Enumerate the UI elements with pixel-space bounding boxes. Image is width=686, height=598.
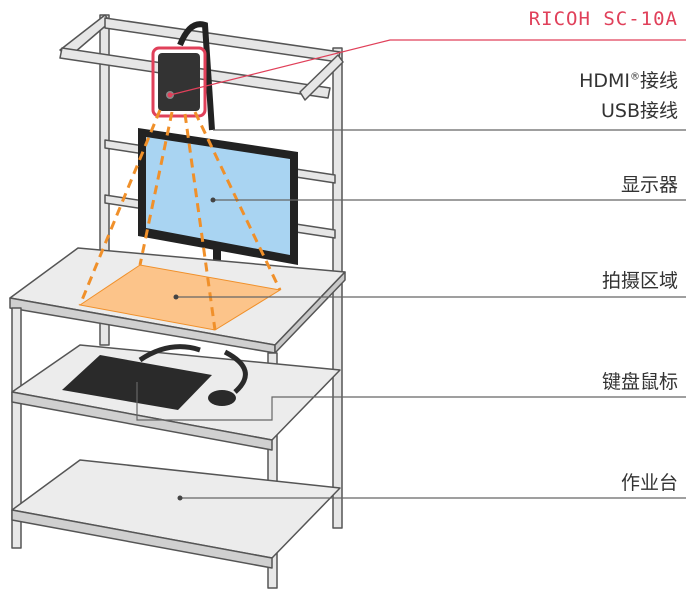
capture-area-label: 拍摄区域 (601, 270, 678, 292)
keyboard-mouse-label: 键盘鼠标 (601, 371, 678, 393)
leader-lines (136, 129, 686, 499)
mouse (208, 390, 236, 406)
hdmi-suffix: 接线 (639, 70, 678, 92)
monitor (138, 128, 298, 265)
monitor-label: 显示器 (620, 174, 678, 196)
camera-label: RICOH SC-10A (528, 8, 678, 30)
hdmi-label: HDMI®接线 (579, 66, 678, 93)
capture-field-lines (78, 109, 282, 331)
usb-label: USB接线 (600, 100, 678, 122)
camera-leader-line (169, 39, 686, 96)
workbench-label: 作业台 (620, 472, 678, 494)
registered-mark: ® (629, 71, 640, 83)
hdmi-text: HDMI (579, 70, 630, 92)
